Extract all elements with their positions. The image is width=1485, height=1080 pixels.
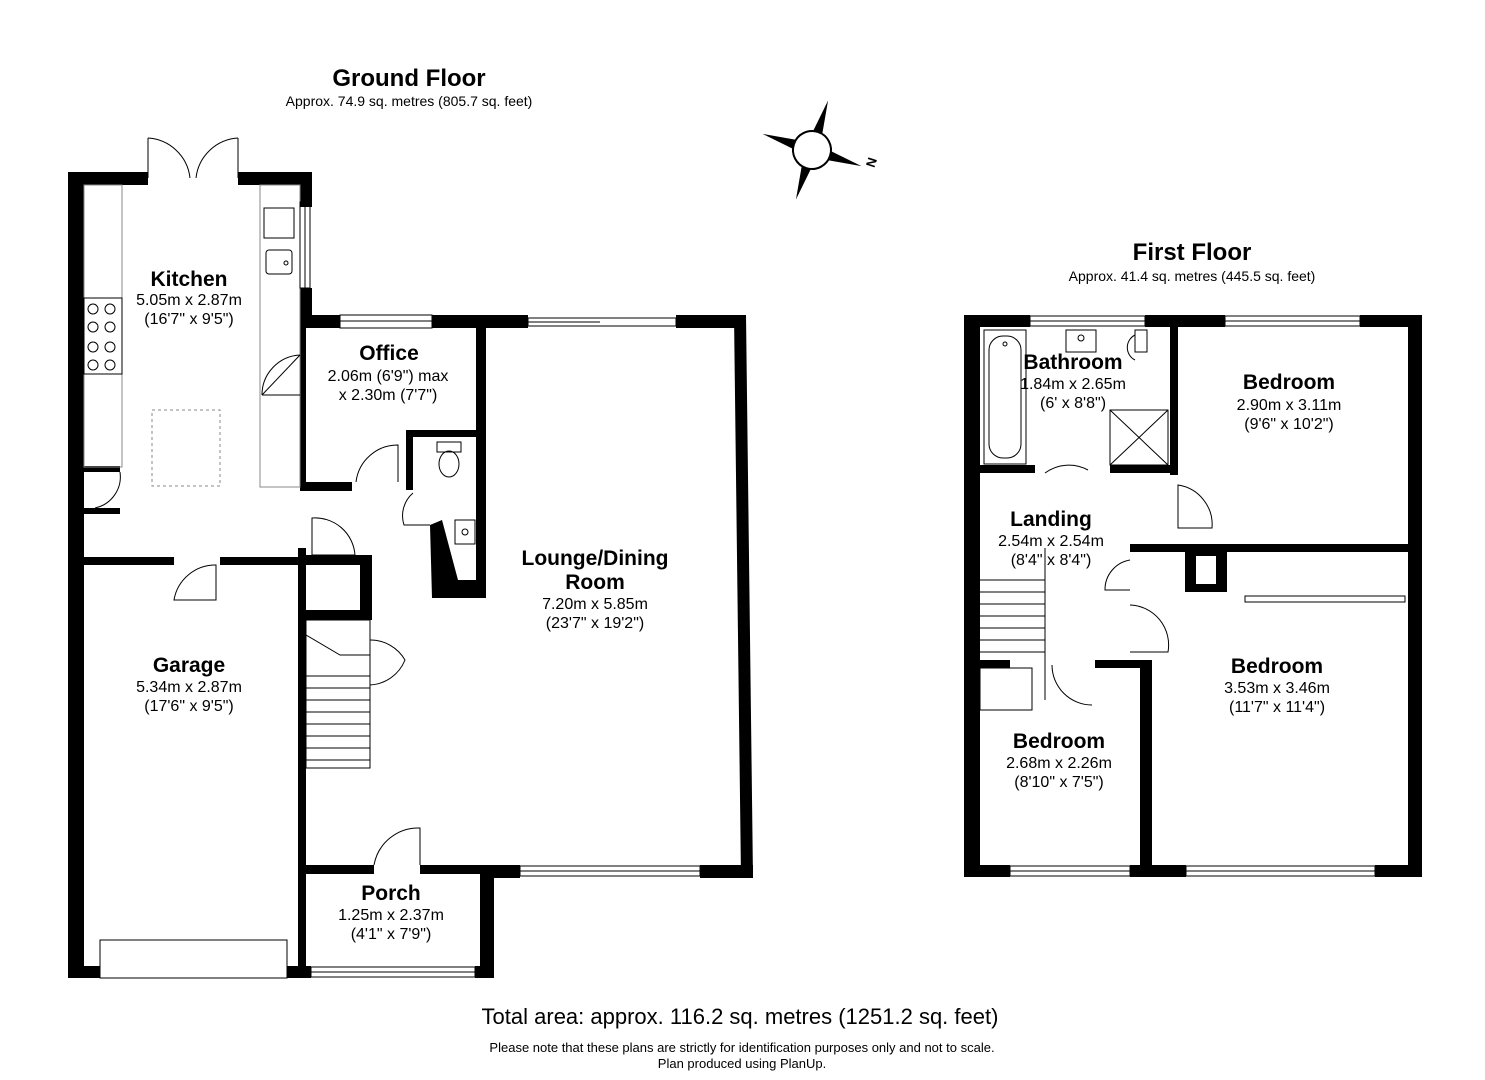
room-dim-bedroom: 3.53m x 3.46m xyxy=(1224,680,1330,697)
ground-floor-fixtures xyxy=(83,137,701,979)
airing-cupboard-gap xyxy=(1196,556,1216,584)
ground-floor-area: Approx. 74.9 sq. metres (805.7 sq. feet) xyxy=(286,93,533,109)
staircase-icon xyxy=(305,619,406,769)
cupboard-door-icon xyxy=(1104,559,1131,591)
disclaimer-note: Please note that these plans are strictl… xyxy=(489,1040,994,1055)
porch-door-icon xyxy=(373,827,421,866)
room-dim-office: 2.06m (6'9") max xyxy=(328,368,449,385)
ground-floor-walls xyxy=(68,172,753,978)
room-name-bedroom: Bedroom xyxy=(1243,371,1335,394)
wardrobe-icon xyxy=(1244,595,1406,603)
room-name-lounge-line2: Room xyxy=(565,571,625,594)
first-floor-area: Approx. 41.4 sq. metres (445.5 sq. feet) xyxy=(1069,268,1316,284)
bedroom-door-icon xyxy=(1129,604,1170,653)
bedroom-door-icon xyxy=(1177,484,1213,529)
door-swing-icon xyxy=(261,354,301,396)
room-name-bathroom: Bathroom xyxy=(1023,351,1122,374)
producer-note: Plan produced using PlanUp. xyxy=(658,1056,826,1071)
room-dim-kitchen: 5.05m x 2.87m xyxy=(136,292,242,309)
room-dim-ft-bathroom: (6' x 8'8") xyxy=(1040,395,1106,412)
garage-door-icon xyxy=(173,564,217,601)
room-dim-garage: 5.34m x 2.87m xyxy=(136,679,242,696)
bedroom-door-icon xyxy=(1051,664,1093,706)
room-name-lounge-line1: Lounge/Dining xyxy=(522,547,669,570)
room-name-garage: Garage xyxy=(153,654,225,677)
room-name-porch: Porch xyxy=(361,882,421,905)
room-dim-landing: 2.54m x 2.54m xyxy=(998,533,1104,550)
toilet-icon xyxy=(1126,329,1148,361)
kitchen-sink-icon xyxy=(263,201,311,289)
total-area: Total area: approx. 116.2 sq. metres (12… xyxy=(482,1004,999,1029)
room-dim-ft-office: x 2.30m (7'7") xyxy=(339,387,438,404)
room-dim-ft-bedroom: (9'6" x 10'2") xyxy=(1244,416,1334,433)
bathroom-door-icon xyxy=(1044,464,1089,474)
room-dim-ft-bedroom: (8'10" x 7'5") xyxy=(1014,774,1104,791)
first-floor-fixtures xyxy=(964,315,1406,877)
room-dim-ft-lounge: (23'7" x 19'2") xyxy=(546,615,644,632)
french-doors-icon xyxy=(147,137,239,179)
basin-icon xyxy=(1065,329,1097,353)
kitchen-worktop-left xyxy=(83,184,123,468)
room-dim-ft-bedroom: (11'7" x 11'4") xyxy=(1229,699,1325,716)
shower-icon xyxy=(1109,409,1169,466)
office-door-icon xyxy=(355,444,399,483)
first-floor-walls xyxy=(964,315,1422,877)
cupboard-door-icon xyxy=(94,471,121,509)
room-name-kitchen: Kitchen xyxy=(150,268,227,291)
cupboard-door-icon xyxy=(311,517,356,556)
room-dim-ft-kitchen: (16'7" x 9'5") xyxy=(144,311,234,328)
kitchen-worktop-right xyxy=(259,184,301,488)
room-dim-lounge: 7.20m x 5.85m xyxy=(542,596,648,613)
kitchen-island-outline xyxy=(151,409,221,487)
wc-door-icon xyxy=(402,492,430,526)
toilet-icon xyxy=(436,441,462,478)
room-dim-ft-porch: (4'1" x 7'9") xyxy=(351,926,432,943)
basin-icon xyxy=(454,519,476,545)
room-name-office: Office xyxy=(359,342,419,365)
room-dim-ft-garage: (17'6" x 9'5") xyxy=(144,698,234,715)
first-floor-title: First Floor xyxy=(1133,239,1252,266)
room-dim-bathroom: 1.84m x 2.65m xyxy=(1020,376,1126,393)
room-name-landing: Landing xyxy=(1010,508,1092,531)
room-dim-ft-landing: (8'4" x 8'4") xyxy=(1011,552,1092,569)
bath-icon xyxy=(983,329,1027,465)
staircase-icon xyxy=(979,548,1046,711)
compass-rose-icon xyxy=(762,100,862,200)
room-name-bedroom: Bedroom xyxy=(1231,655,1323,678)
hob-icon xyxy=(83,297,123,375)
room-dim-porch: 1.25m x 2.37m xyxy=(338,907,444,924)
room-dim-bedroom: 2.68m x 2.26m xyxy=(1006,755,1112,772)
garage-up-and-over-door xyxy=(99,939,288,979)
room-dim-bedroom: 2.90m x 3.11m xyxy=(1237,397,1342,414)
ground-floor-title: Ground Floor xyxy=(332,65,485,92)
room-name-bedroom: Bedroom xyxy=(1013,730,1105,753)
compass-north-label: N xyxy=(863,156,880,170)
